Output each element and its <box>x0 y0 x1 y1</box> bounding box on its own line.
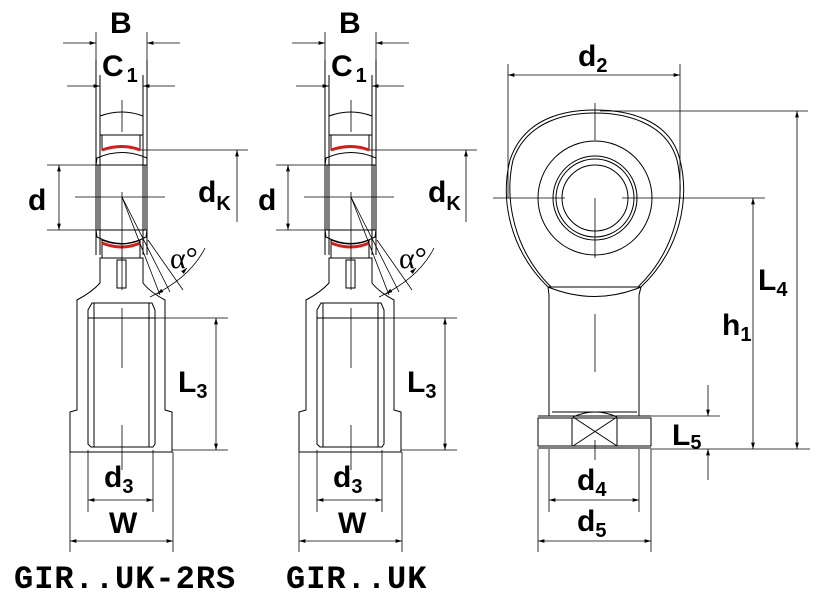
label-d4: d4 <box>577 464 607 501</box>
side-view-right: d2 L4 h1 L5 d4 d5 <box>493 40 810 552</box>
label-d: d <box>28 184 46 217</box>
label-L3: L3 <box>178 366 207 403</box>
label-W: W <box>338 507 367 540</box>
label-alpha: α° <box>170 242 198 275</box>
label-L3: L3 <box>407 366 436 403</box>
label-dK: dK <box>428 176 461 215</box>
label-alpha: α° <box>399 242 427 275</box>
label-d3: d3 <box>333 461 362 498</box>
label-dK: dK <box>198 176 231 215</box>
label-L5: L5 <box>672 419 701 454</box>
label-L4: L4 <box>758 264 788 301</box>
label-h1: h1 <box>722 309 751 346</box>
label-B: B <box>110 7 132 40</box>
label-d5: d5 <box>577 505 606 542</box>
caption-middle: GIR..UK <box>286 561 427 598</box>
label-d2: d2 <box>578 40 607 77</box>
label-d: d <box>258 184 276 217</box>
label-d3: d3 <box>104 461 133 498</box>
label-W: W <box>109 507 138 540</box>
label-B: B <box>339 7 361 40</box>
caption-left: GIR..UK-2RS <box>14 561 236 598</box>
